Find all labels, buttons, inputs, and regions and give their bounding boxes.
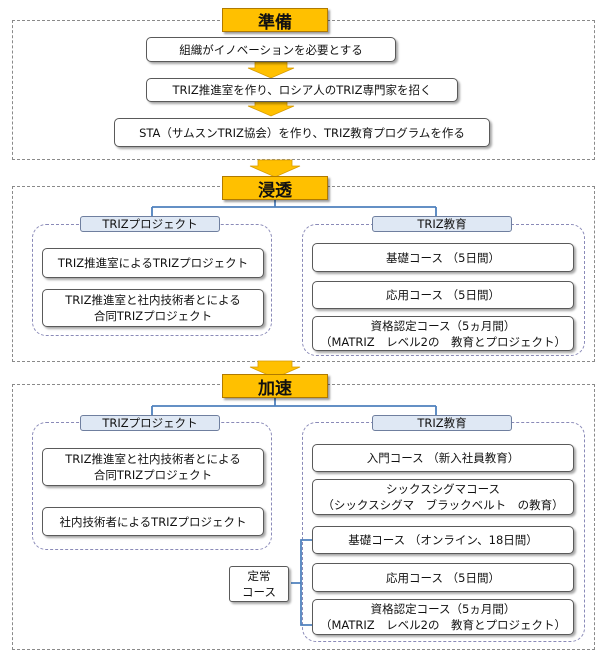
junbi-step-3: STA（サムスンTRIZ協会）を作り、TRIZ教育プログラムを作る [114, 118, 490, 147]
regular-course-label: 定常 コース [229, 566, 289, 602]
kasoku-course-sixsigma: シックスシグマコース （シックスシグマ ブラックベルト の教育） [312, 479, 574, 515]
down-arrow [247, 99, 295, 117]
down-arrow [249, 360, 301, 379]
kasoku-course-certification: 資格認定コース（5ヵ月間） （MATRIZ レベル2の 教育とプロジェクト） [312, 599, 574, 635]
kasoku-course-applied: 応用コース （5日間） [312, 563, 574, 592]
regular-course-bracket [291, 539, 312, 626]
kasoku-course-intro: 入門コース （新入社員教育） [312, 444, 574, 472]
kasoku-course-basic-online: 基礎コース （オンライン、18日間） [312, 526, 574, 554]
kasoku-project-1: TRIZ推進室と社内技術者とによる 合同TRIZプロジェクト [42, 448, 264, 486]
shinto-project-header: TRIZプロジェクト [80, 216, 220, 232]
phase-junbi: 準備 [222, 8, 328, 33]
shinto-project-2: TRIZ推進室と社内技術者とによる 合同TRIZプロジェクト [42, 289, 264, 327]
phase-kasoku: 加速 [222, 374, 328, 399]
junbi-step-1: 組織がイノベーションを必要とする [146, 37, 396, 62]
kasoku-project-header: TRIZプロジェクト [80, 415, 220, 431]
kasoku-education-header: TRIZ教育 [372, 415, 512, 431]
shinto-branch-line [151, 197, 437, 219]
junbi-step-2: TRIZ推進室を作り、ロシア人のTRIZ専門家を招く [146, 78, 458, 102]
shinto-course-certification: 資格認定コース（5ヵ月間） （MATRIZ レベル2の 教育とプロジェクト） [312, 316, 574, 351]
kasoku-project-2: 社内技術者によるTRIZプロジェクト [42, 507, 264, 536]
down-arrow [247, 61, 295, 79]
shinto-course-basic: 基礎コース （5日間） [312, 243, 574, 272]
kasoku-branch-line [151, 396, 437, 418]
shinto-course-applied: 応用コース （5日間） [312, 281, 574, 309]
shinto-education-header: TRIZ教育 [372, 216, 512, 232]
phase-shinto: 浸透 [222, 176, 328, 201]
down-arrow [249, 159, 301, 178]
shinto-project-1: TRIZ推進室によるTRIZプロジェクト [42, 248, 264, 278]
